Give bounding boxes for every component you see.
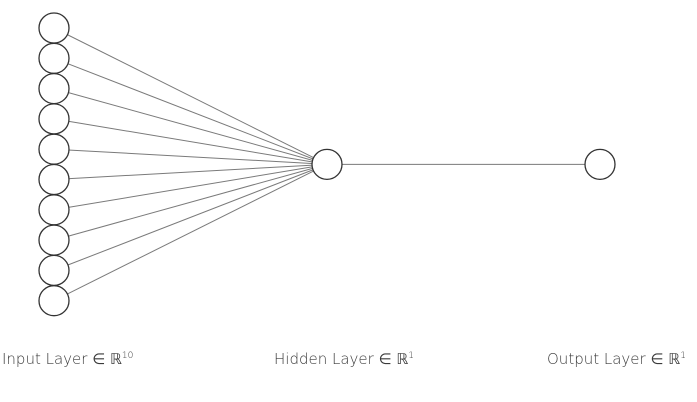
input-neuron-1 xyxy=(38,12,70,44)
input-neuron-10 xyxy=(38,285,70,317)
input-neuron-9 xyxy=(38,254,70,287)
input-layer-label-text: Input Layer ∈ ℝ xyxy=(2,350,122,368)
connections xyxy=(53,27,600,302)
edge-input-9-to-hidden-1 xyxy=(53,163,328,271)
output-layer-label-text: Output Layer ∈ ℝ xyxy=(547,350,681,368)
edge-input-5-to-hidden-1 xyxy=(53,148,328,165)
input-layer-dimension: 10 xyxy=(121,351,134,361)
input-layer-label: Input Layer ∈ ℝ10 xyxy=(2,349,133,369)
input-neuron-4 xyxy=(38,103,70,135)
output-layer-dimension: 1 xyxy=(680,351,686,361)
edge-input-7-to-hidden-1 xyxy=(53,163,328,211)
edge-input-3-to-hidden-1 xyxy=(53,88,328,165)
output-layer-label: Output Layer ∈ ℝ1 xyxy=(547,349,686,369)
hidden-layer-dimension: 1 xyxy=(408,351,415,361)
input-neuron-2 xyxy=(38,42,70,74)
input-neuron-3 xyxy=(38,72,70,105)
input-neuron-6 xyxy=(38,163,70,196)
input-neuron-5 xyxy=(38,133,70,165)
input-neuron-8 xyxy=(38,224,70,256)
edge-input-6-to-hidden-1 xyxy=(53,163,328,180)
edge-input-2-to-hidden-1 xyxy=(53,57,328,165)
hidden-neuron-1 xyxy=(311,148,343,181)
edge-input-10-to-hidden-1 xyxy=(53,163,328,302)
edge-input-8-to-hidden-1 xyxy=(53,163,328,241)
input-neuron-7 xyxy=(38,194,70,226)
output-neuron-1 xyxy=(584,148,616,181)
hidden-layer-label-text: Hidden Layer ∈ ℝ xyxy=(274,350,409,368)
neurons xyxy=(38,12,616,317)
edge-input-4-to-hidden-1 xyxy=(53,118,328,165)
hidden-layer-label: Hidden Layer ∈ ℝ1 xyxy=(274,349,414,369)
edge-input-1-to-hidden-1 xyxy=(53,27,328,165)
